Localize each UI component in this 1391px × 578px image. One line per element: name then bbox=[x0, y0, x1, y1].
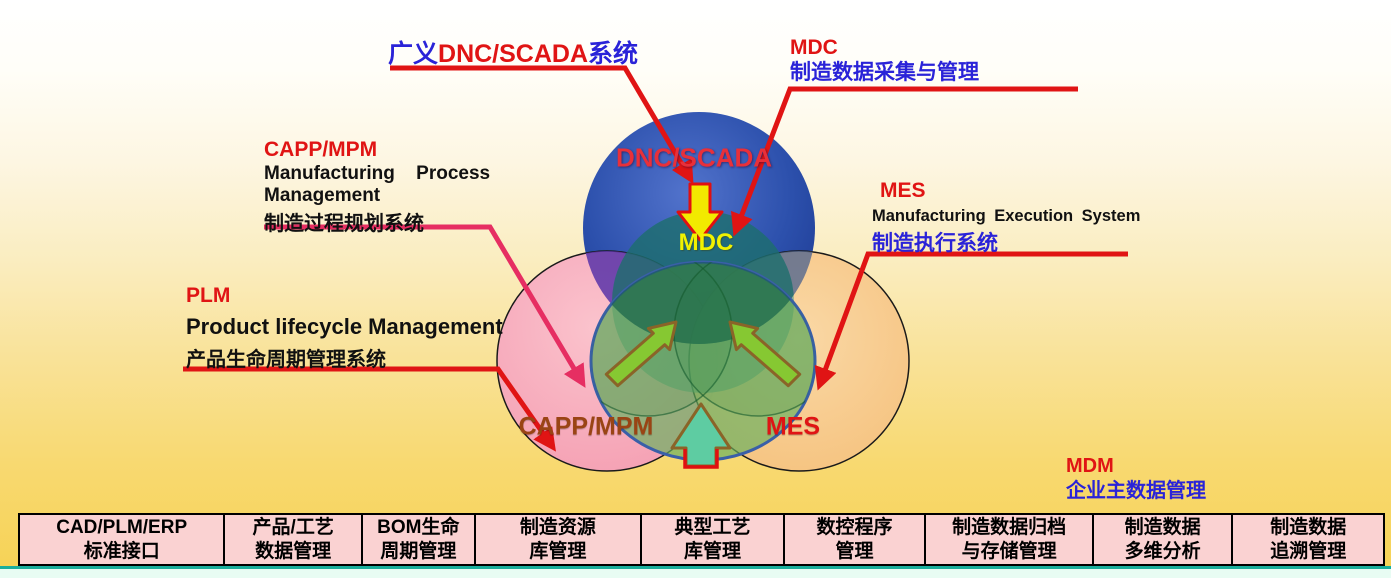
cell-line: 制造数据 bbox=[1270, 517, 1347, 539]
circle-label-mes: MES bbox=[765, 412, 821, 441]
callout-plm-subtitle-zh: 产品生命周期管理系统 bbox=[186, 348, 386, 371]
cell-line: 多维分析 bbox=[1124, 540, 1201, 562]
table-cell-cad-plm-erp: CAD/PLM/ERP 标准接口 bbox=[20, 515, 223, 564]
callout-mes-title: MES bbox=[880, 179, 926, 202]
callout-mdc-title: MDC bbox=[790, 36, 838, 59]
connector-plm bbox=[183, 366, 556, 452]
connector-dnc bbox=[390, 65, 694, 184]
table-cell-bom-lifecycle: BOM生命 周期管理 bbox=[360, 515, 474, 564]
circle-label-dnc-scada: DNC/SCADA bbox=[616, 142, 772, 173]
callout-mdm-title: MDM bbox=[1066, 455, 1114, 477]
cell-line: 标准接口 bbox=[83, 540, 160, 562]
cell-line: 产品/工艺 bbox=[252, 517, 334, 539]
callout-dnc-prefix: 广义 bbox=[388, 40, 439, 68]
callout-mdc: MDC 制造数据采集与管理 bbox=[790, 36, 979, 86]
callout-mes-subtitle-zh: 制造执行系统 bbox=[872, 232, 998, 256]
callout-plm: PLM Product lifecycle Management 产品生命周期管… bbox=[186, 284, 503, 372]
callout-capp-subtitle-zh: 制造过程规划系统 bbox=[264, 213, 424, 236]
callout-capp-title: CAPP/MPM bbox=[264, 138, 378, 161]
connector-mes bbox=[814, 251, 1128, 391]
table-cell-mfg-resource-lib: 制造资源 库管理 bbox=[473, 515, 641, 564]
callout-mdc-subtitle: 制造数据采集与管理 bbox=[790, 60, 979, 84]
callout-capp-en-line2: Management bbox=[264, 184, 381, 206]
cell-line: 周期管理 bbox=[380, 540, 457, 562]
overlap-green-blue bbox=[591, 262, 815, 344]
table-cell-multidim-analysis: 制造数据 多维分析 bbox=[1091, 515, 1232, 564]
cell-line: 库管理 bbox=[683, 540, 741, 562]
circle-label-mdc: MDC bbox=[678, 229, 734, 256]
callout-dnc-scada: 广义DNC/SCADA系统 bbox=[388, 40, 638, 70]
green-arrow-right bbox=[728, 320, 802, 388]
cell-line: 制造数据归档 bbox=[952, 517, 1067, 539]
callout-capp-mpm: CAPP/MPM Manufacturing Process Managemen… bbox=[264, 138, 490, 237]
callout-mdm: MDM 企业主数据管理 bbox=[1066, 454, 1206, 504]
callout-mes: MES Manufacturing Execution System 制造执行系… bbox=[872, 179, 1140, 257]
connector-mdc bbox=[731, 86, 1078, 237]
cell-line: 制造数据 bbox=[1124, 517, 1201, 539]
cell-line: 库管理 bbox=[529, 540, 587, 562]
cell-line: 数控程序 bbox=[816, 517, 893, 539]
callout-capp-en-line1: Manufacturing Process bbox=[264, 162, 491, 184]
table-cell-nc-program-mgmt: 数控程序 管理 bbox=[782, 515, 925, 564]
callout-mes-en: Manufacturing Execution System bbox=[872, 206, 1141, 225]
cell-line: BOM生命 bbox=[377, 517, 460, 539]
callout-plm-en: Product lifecycle Management bbox=[186, 313, 503, 339]
green-arrow-left bbox=[604, 320, 678, 388]
cyan-arrow-red-outline bbox=[683, 449, 719, 469]
callout-plm-title: PLM bbox=[186, 284, 231, 307]
callout-dnc-highlight: DNC/SCADA bbox=[438, 40, 589, 68]
cell-line: 与存储管理 bbox=[961, 540, 1057, 562]
circle-label-capp-mpm: CAPP/MPM bbox=[518, 412, 654, 441]
yellow-down-arrow bbox=[676, 182, 724, 242]
callout-mdm-subtitle: 企业主数据管理 bbox=[1066, 480, 1206, 502]
connector-capp bbox=[264, 224, 586, 388]
table-cell-typical-process-lib: 典型工艺 库管理 bbox=[640, 515, 783, 564]
table-cell-data-traceability: 制造数据 追溯管理 bbox=[1231, 515, 1383, 564]
cell-line: 追溯管理 bbox=[1270, 540, 1347, 562]
function-table: CAD/PLM/ERP 标准接口 产品/工艺 数据管理 BOM生命 周期管理 制… bbox=[18, 513, 1385, 566]
callout-dnc-suffix: 系统 bbox=[588, 40, 639, 68]
table-cell-product-process-data: 产品/工艺 数据管理 bbox=[223, 515, 361, 564]
bottom-teal-strip bbox=[0, 566, 1391, 578]
cell-line: 典型工艺 bbox=[674, 517, 751, 539]
cell-line: CAD/PLM/ERP bbox=[56, 517, 188, 539]
cell-line: 制造资源 bbox=[519, 517, 596, 539]
cell-line: 管理 bbox=[835, 540, 874, 562]
table-cell-data-archive-storage: 制造数据归档 与存储管理 bbox=[924, 515, 1092, 564]
cell-line: 数据管理 bbox=[255, 540, 332, 562]
